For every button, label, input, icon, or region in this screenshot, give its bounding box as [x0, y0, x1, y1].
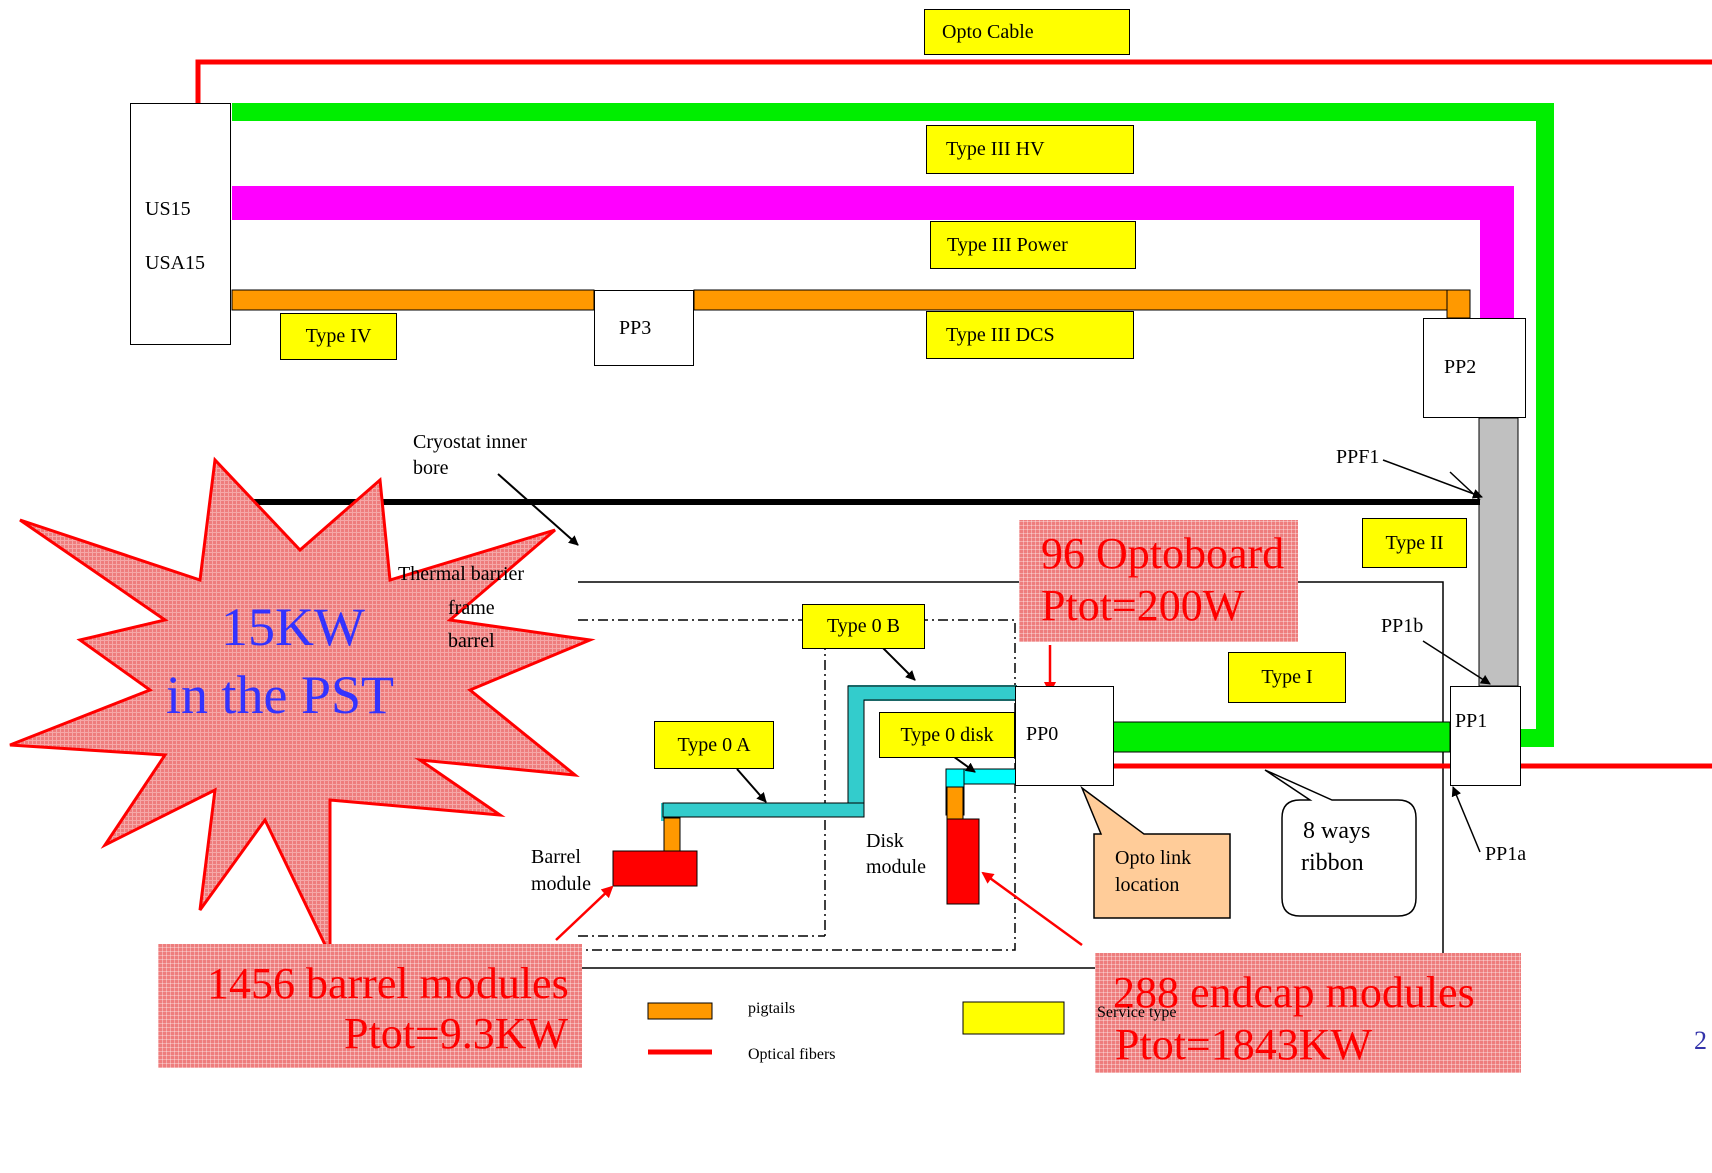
barrel-module-label-line2: module — [531, 873, 591, 895]
star-label-line2: in the PST — [166, 665, 395, 725]
page-number: 2 — [1694, 1026, 1707, 1055]
pp3-box: PP3 — [594, 290, 694, 366]
opto-cable-label: Opto Cable — [924, 9, 1130, 55]
endcap-modules-annotation: 288 endcap modules Ptot=1843KW — [1095, 953, 1521, 1073]
type4-cable — [231, 289, 595, 311]
type1-label: Type I — [1228, 652, 1346, 703]
pp0-label: PP0 — [1026, 723, 1059, 745]
barrel-module-label-line1: Barrel — [531, 846, 581, 868]
pp3-label: PP3 — [619, 317, 652, 339]
pp1-label: PP1 — [1455, 710, 1488, 732]
legend-service-type-label: Service type — [1097, 1004, 1177, 1021]
optoboard-annotation: 96 Optoboard Ptot=200W — [1019, 520, 1298, 642]
barrel-pigtail — [663, 817, 681, 852]
pp1a-label: PP1a — [1485, 843, 1527, 865]
pp0-box: PP0 — [1015, 686, 1114, 786]
type3-dcs-cable — [693, 289, 1465, 311]
endcap-modules-annotation-line1: 288 endcap modules — [1113, 968, 1475, 1017]
opto-cable-line — [195, 59, 1712, 103]
ppf1-label: PPF1 — [1336, 446, 1380, 468]
frame-label: frame — [448, 597, 495, 619]
disk-module-label-line2: module — [866, 856, 926, 878]
type2-label: Type II — [1362, 518, 1467, 568]
endcap-modules-annotation-line2: Ptot=1843KW — [1115, 1020, 1373, 1069]
pp1b-label: PP1b — [1381, 615, 1424, 637]
thermal-barrier-line — [578, 581, 1444, 969]
disk-module-shape — [946, 818, 980, 905]
us15-label: US15 — [145, 198, 191, 220]
barrel-module-shape — [612, 850, 698, 887]
legend-pigtails-swatch — [647, 1002, 713, 1020]
thermal-barrier-label: Thermal barrier — [398, 563, 525, 585]
opto-link-label-line2: location — [1115, 874, 1180, 896]
type0disk-label: Type 0 disk — [879, 712, 1015, 758]
ribbon-callout-shape — [1264, 769, 1417, 917]
cryostat-label-line2: bore — [413, 457, 449, 479]
barrel-modules-annotation-line2: Ptot=9.3KW — [344, 1009, 569, 1058]
type3-hv-label: Type III HV — [926, 125, 1134, 174]
cryostat-label-line1: Cryostat inner — [413, 431, 527, 453]
type3-dcs-label: Type III DCS — [926, 311, 1134, 359]
type3-hv-cable — [232, 103, 1554, 747]
usa15-label: USA15 — [145, 252, 206, 274]
us15-usa15-box: US15 USA15 — [130, 103, 231, 345]
barrel-modules-annotation-line1: 1456 barrel modules — [207, 959, 569, 1008]
star-label-line1: 15KW — [221, 597, 365, 657]
pp1-box: PP1 — [1450, 686, 1521, 786]
pst-power-star — [9, 456, 596, 956]
type1-cable — [1112, 721, 1451, 753]
optoboard-annotation-line2: Ptot=200W — [1041, 581, 1245, 630]
type4-label: Type IV — [280, 313, 397, 360]
type0a-label: Type 0 A — [654, 721, 774, 769]
legend-service-type-swatch — [962, 1001, 1065, 1035]
legend-optical-fibers-label: Optical fibers — [748, 1046, 836, 1063]
type3-power-label: Type III Power — [930, 221, 1136, 269]
opto-link-label-line1: Opto link — [1115, 847, 1192, 869]
disk-module-label-line1: Disk — [866, 830, 904, 852]
legend-pigtails-label: pigtails — [748, 1000, 796, 1017]
barrel-modules-annotation: 1456 barrel modules Ptot=9.3KW — [158, 944, 582, 1068]
type2-cable — [1478, 417, 1519, 687]
opto-link-callout-shape — [1080, 785, 1231, 919]
ribbon-label-line1: 8 ways — [1303, 818, 1371, 844]
pp2-label: PP2 — [1444, 356, 1477, 378]
type0b-cable — [848, 685, 1017, 812]
disk-pigtail — [946, 786, 964, 820]
ribbon-label-line2: ribbon — [1301, 850, 1364, 876]
type3-power-cable — [232, 186, 1514, 318]
barrel-label: barrel — [448, 630, 495, 652]
pp2-box: PP2 — [1423, 318, 1526, 418]
type0b-label: Type 0 B — [802, 604, 925, 649]
optoboard-annotation-line1: 96 Optoboard — [1041, 529, 1285, 578]
